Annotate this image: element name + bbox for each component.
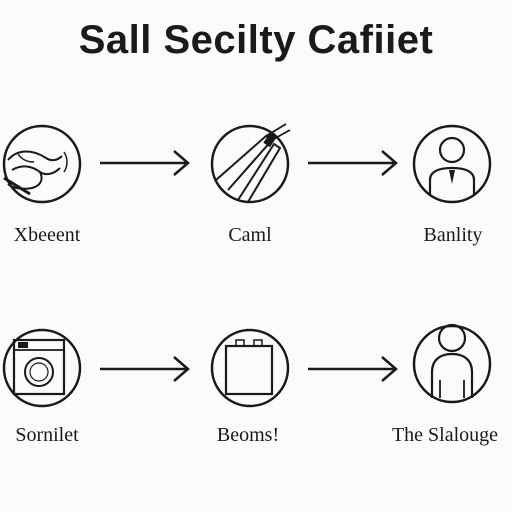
step-label: Banlity [423,224,483,246]
arrow-icon [306,148,402,178]
arrow-icon [98,148,194,178]
step-label: The Slalouge [391,424,499,446]
step-label: Sornilet [15,424,79,446]
arrow-icon [306,354,402,384]
hand-gesture-icon [0,122,84,206]
step-label: Xbeeent [13,224,81,246]
washing-machine-icon [0,326,84,410]
user-icon [410,320,494,404]
person-icon [410,122,494,206]
step-label: Beoms! [216,424,280,446]
diagram-title: Sall Secilty Cafiiet [78,18,434,62]
document-icon [208,326,292,410]
arrow-icon [98,354,194,384]
tweezers-icon [208,122,292,206]
step-label: Caml [228,224,272,246]
